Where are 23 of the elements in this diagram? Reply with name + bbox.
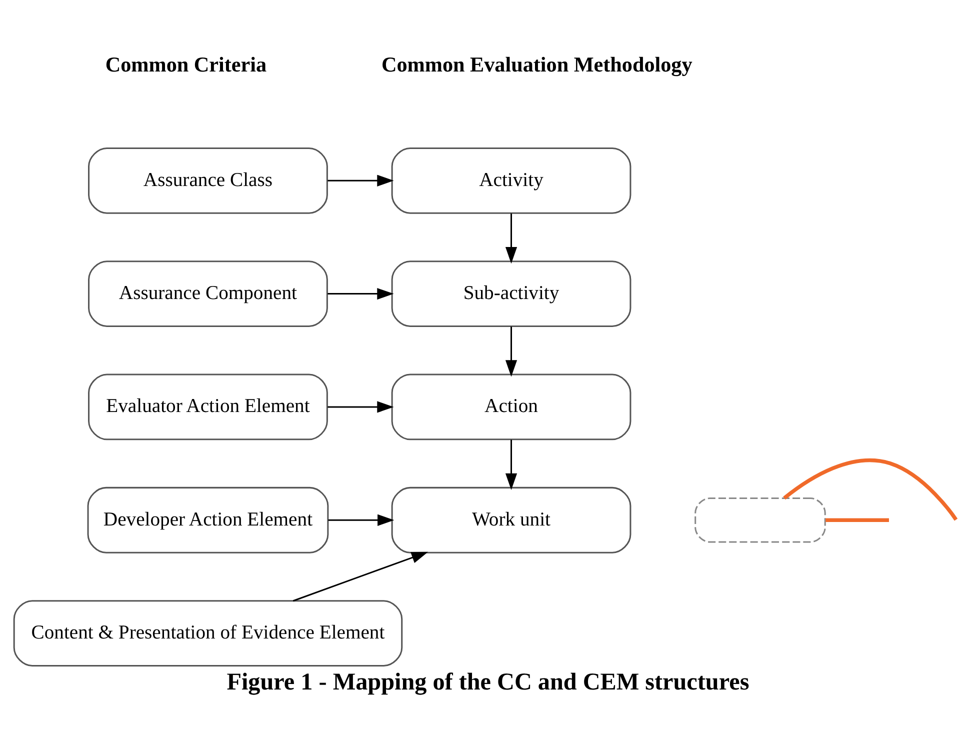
node-box: Action: [391, 374, 632, 440]
node-box: Work unit: [391, 486, 632, 554]
label: Common Criteria: [105, 52, 267, 77]
arrow: [505, 440, 518, 490]
node-box: Assurance Component: [88, 260, 328, 327]
arrow: [328, 514, 394, 526]
node-box: Activity: [391, 147, 632, 214]
node-box: Assurance Class: [88, 147, 328, 214]
arrow: [505, 213, 518, 264]
arrow: [328, 401, 394, 413]
arrow: [505, 326, 518, 377]
node-box: Content & Presentation of Evidence Element: [13, 600, 403, 666]
connector: [826, 518, 889, 522]
label: Common Evaluation Methodology: [381, 52, 692, 77]
node-box: Evaluator Action Element: [88, 374, 328, 440]
arrow: [292, 552, 428, 602]
caption: Figure 1 - Mapping of the CC and CEM structures: [226, 668, 750, 696]
node-box: Developer Action Element: [87, 486, 329, 554]
connector: [783, 458, 958, 521]
arrow: [328, 174, 394, 186]
node-box: [694, 498, 826, 543]
arrow: [328, 288, 394, 300]
node-box: Sub-activity: [391, 260, 632, 327]
